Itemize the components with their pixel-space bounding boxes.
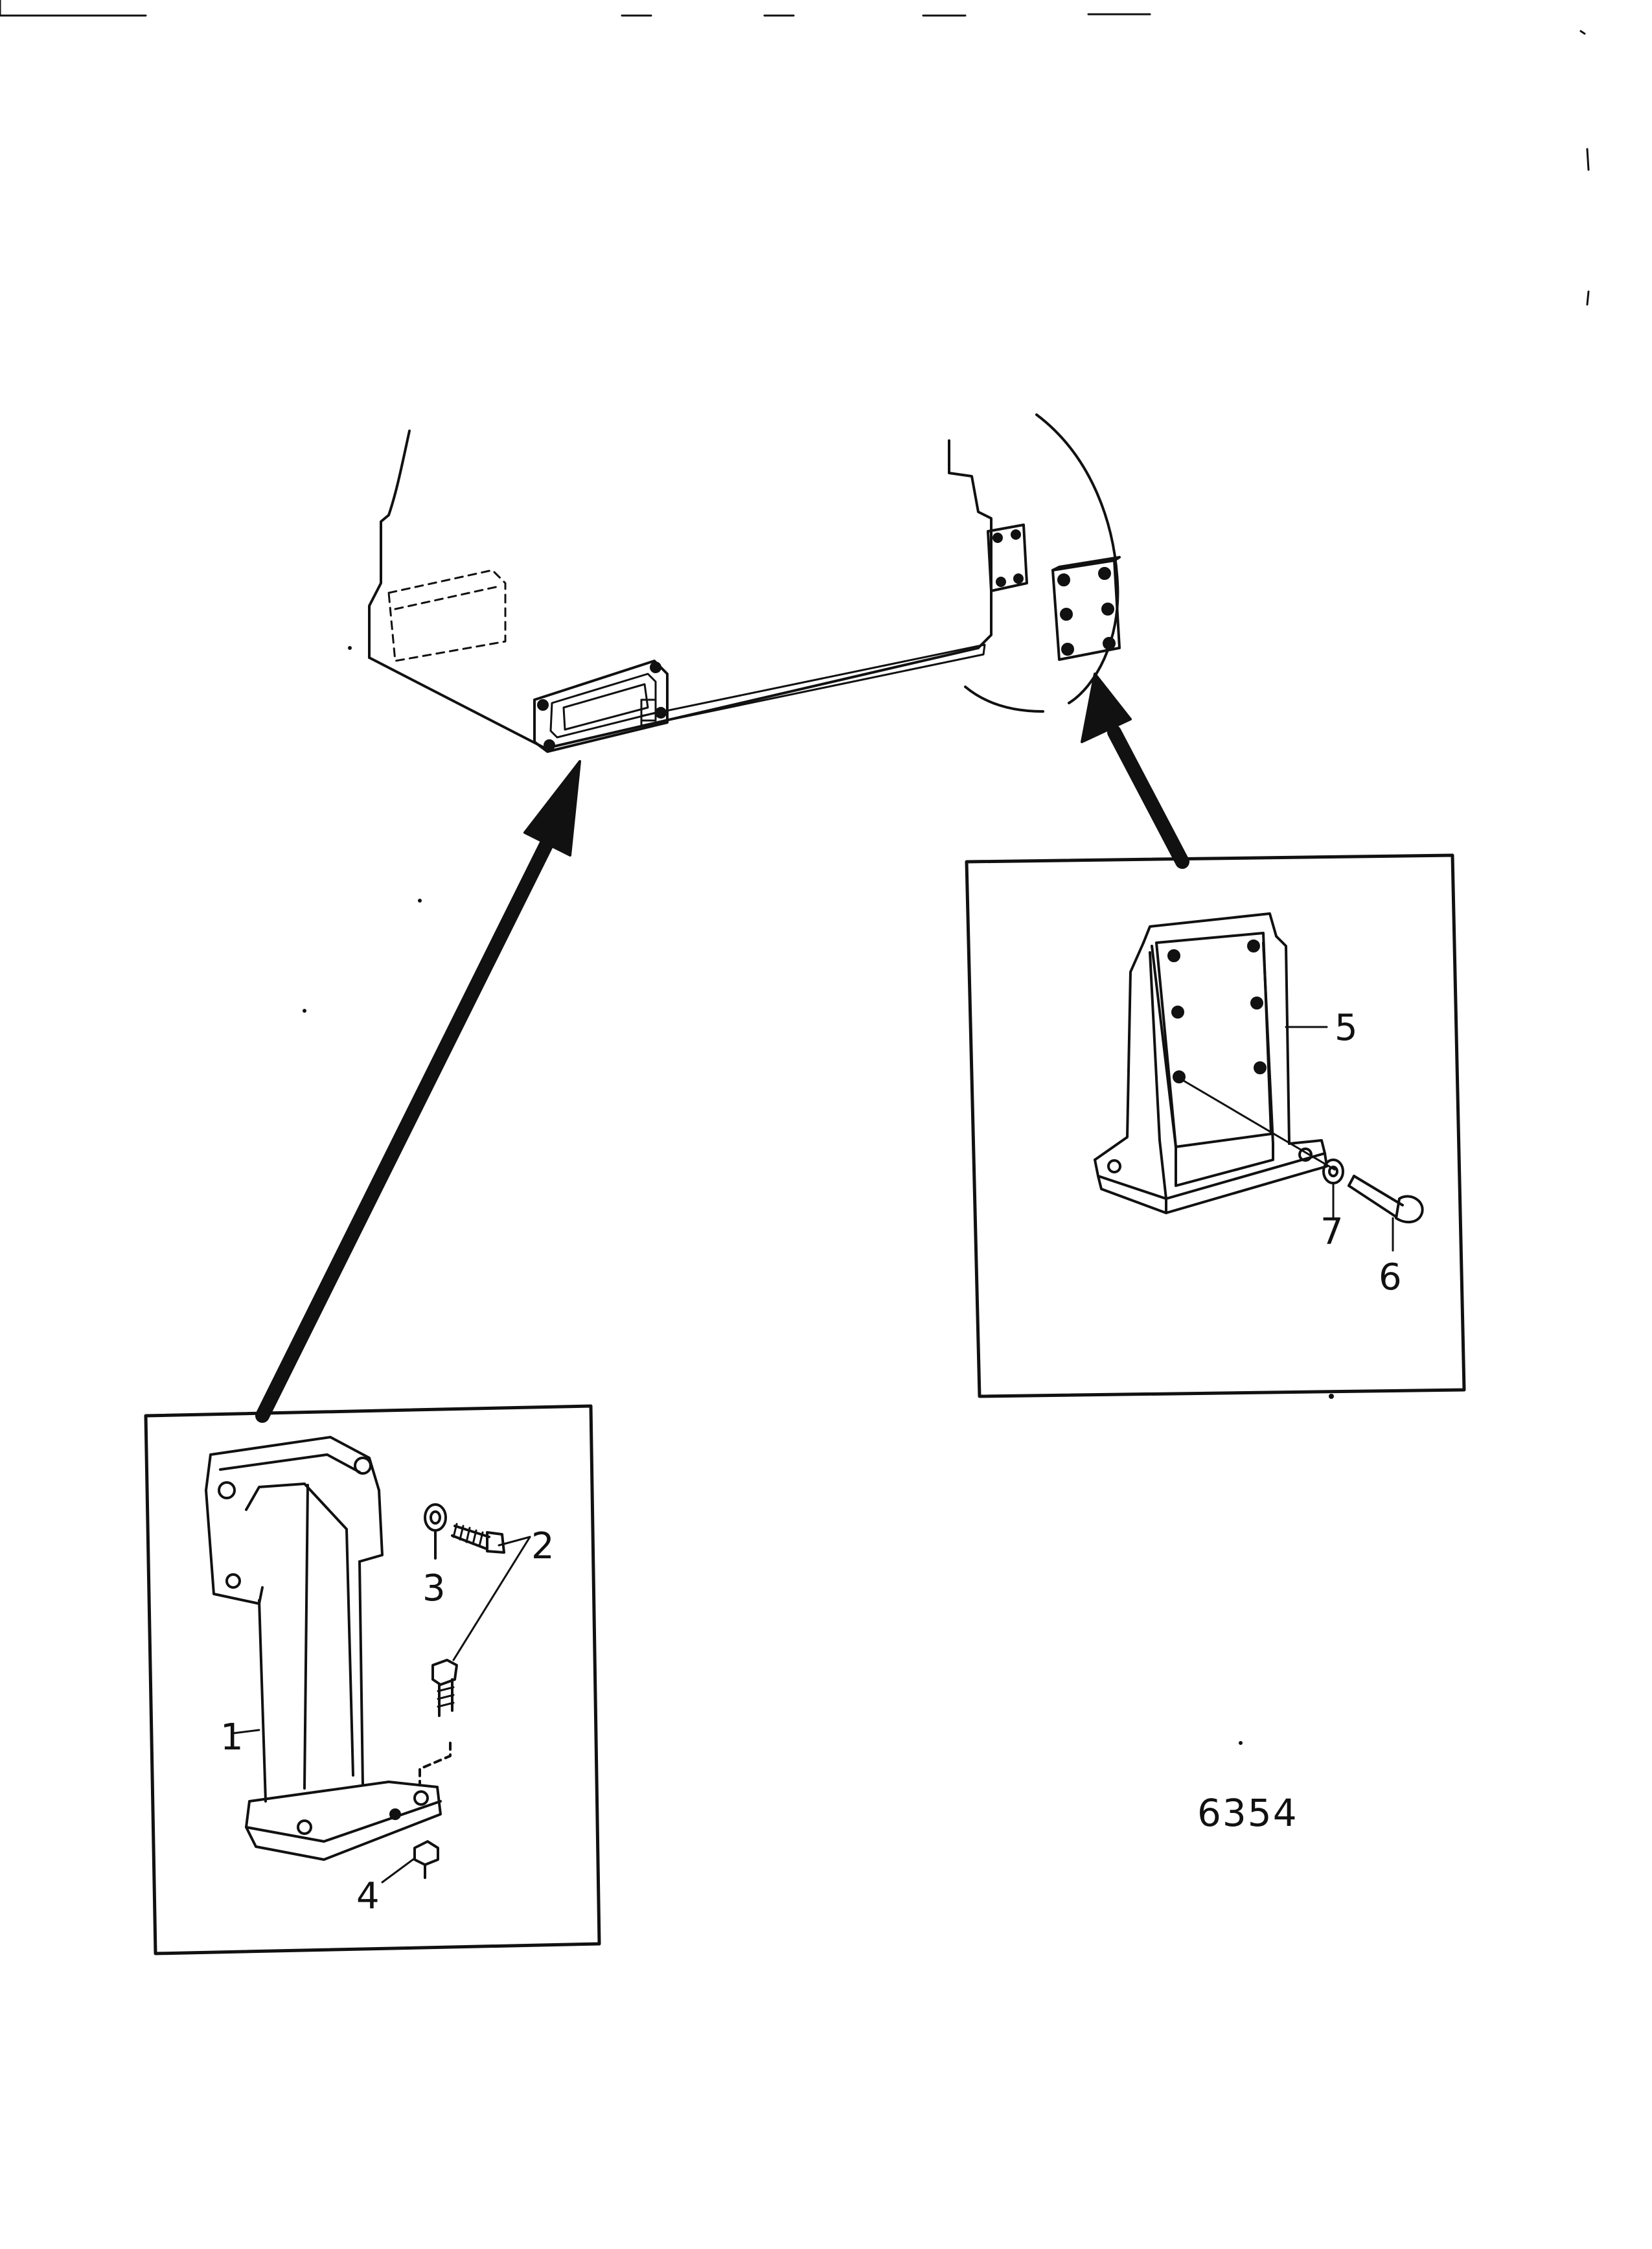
scan-edge-marks <box>0 0 1590 306</box>
inset-box-right <box>965 853 1466 1398</box>
inset-box-left <box>144 1404 601 1955</box>
part-2-bolt-upper <box>451 1523 505 1554</box>
callout-2: 2 <box>531 1525 555 1567</box>
callout-5: 5 <box>1335 1007 1358 1049</box>
callout-7: 7 <box>1320 1211 1344 1253</box>
part-3-washer <box>424 1503 447 1560</box>
callout-1: 1 <box>220 1716 244 1759</box>
transmission-housing <box>368 413 1121 753</box>
arrow-to-right-pad <box>1081 673 1189 869</box>
callout-3: 3 <box>422 1567 446 1609</box>
part-6-bolt <box>1348 1175 1424 1252</box>
callout-6: 6 <box>1379 1256 1402 1298</box>
part-1-riser <box>205 1436 442 1861</box>
callout-4: 4 <box>356 1875 380 1917</box>
part-2-bolt-lower <box>419 1659 458 1784</box>
part-5-bracket <box>1094 912 1328 1214</box>
part-7-washer <box>1322 1159 1344 1219</box>
part-4-nut <box>413 1840 439 1879</box>
scan-specks <box>303 646 1334 1745</box>
figure-number: 6354 <box>1197 1791 1298 1835</box>
arrow-to-left-flange <box>255 760 581 1423</box>
